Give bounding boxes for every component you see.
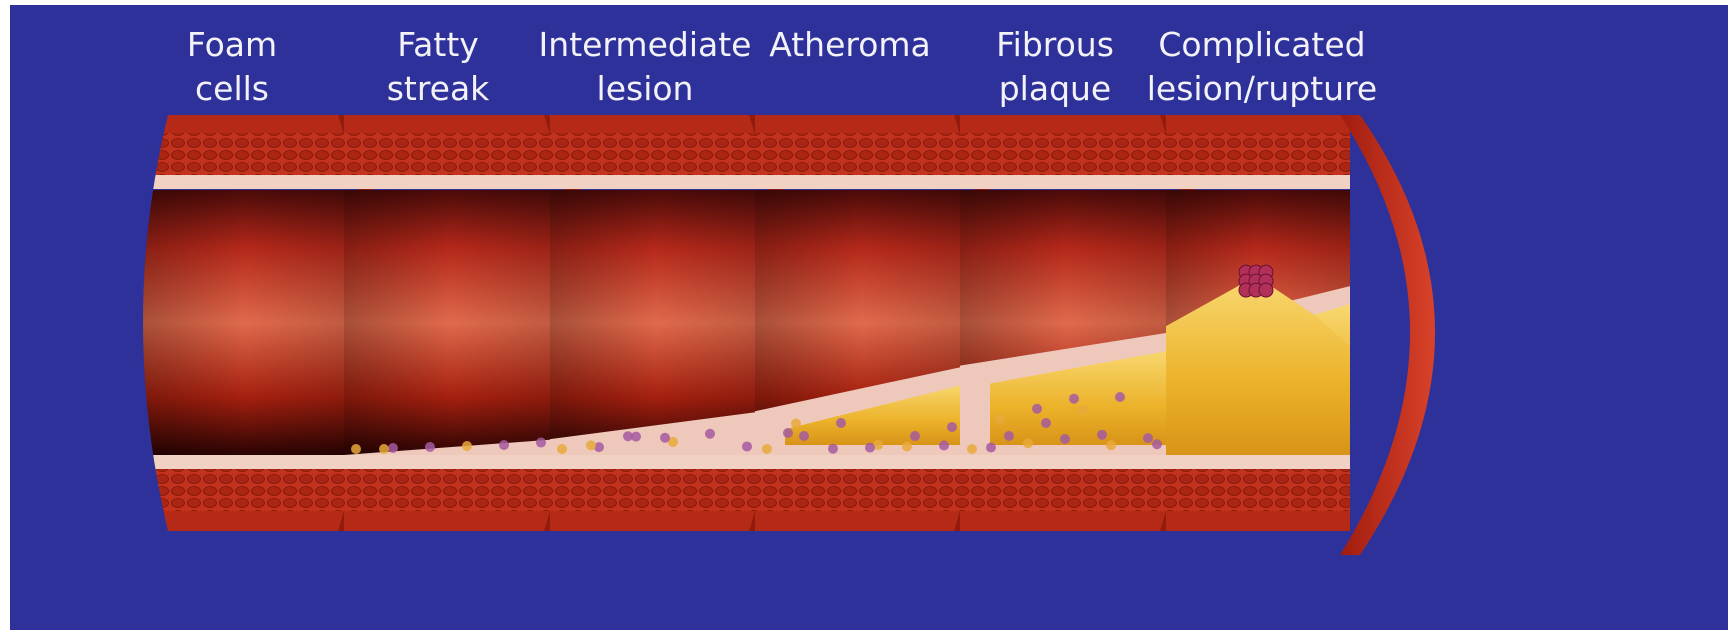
foam-cell [1069,394,1079,404]
foam-cell [995,414,1005,424]
foam-cell [1041,418,1051,428]
intima-layer [344,175,558,189]
artery-segments [136,115,1435,555]
foam-cell [351,444,361,454]
foam-cell [967,444,977,454]
foam-cell [536,438,546,448]
foam-cell [1032,404,1042,414]
foam-cell [660,433,670,443]
foam-cell [1152,439,1162,449]
media-layer [138,133,352,175]
intima-layer [755,455,968,469]
intima-layer [960,175,1174,189]
foam-cell [947,422,957,432]
lumen-shading [550,190,763,455]
intima-layer [1166,175,1350,189]
adventitia-band [138,115,352,133]
foam-cell [865,443,875,453]
foam-cell [705,429,715,439]
foam-cell [799,431,809,441]
adventitia-band [1166,115,1350,133]
thrombus-cell [1259,283,1273,297]
foam-cell [783,428,793,438]
lumen-shading [138,190,352,455]
media-layer [755,469,968,511]
foam-cell [1106,440,1116,450]
foam-cell [462,441,472,451]
foam-cell [1060,434,1070,444]
adventitia-band [138,511,352,531]
foam-cell [762,444,772,454]
foam-cell [828,444,838,454]
lumen-shading [344,190,558,455]
intima-layer [550,455,763,469]
foam-cell [791,419,801,429]
foam-cell [388,443,398,453]
adventitia-band [344,115,558,133]
media-layer [344,133,558,175]
foam-cell [379,444,389,454]
foam-cell [1115,392,1125,402]
stage-label-complicated-lesion: Complicated lesion/rupture [1137,23,1387,111]
intima-layer [138,175,352,189]
adventitia-band [550,115,763,133]
foam-cell [1023,438,1033,448]
adventitia-band [1166,511,1350,531]
vessel-end-face [1340,115,1435,555]
foam-cell [1097,430,1107,440]
media-layer [138,469,352,511]
foam-cell [425,442,435,452]
foam-cell [557,444,567,454]
adventitia-band [960,115,1174,133]
foam-cell [1143,433,1153,443]
foam-cell [902,442,912,452]
media-layer [1166,133,1350,175]
foam-cell [939,440,949,450]
foam-cell [836,418,846,428]
foam-cell [586,440,596,450]
intima-layer [755,175,968,189]
foam-cell [910,431,920,441]
foam-cell [623,431,633,441]
adventitia-band [344,511,558,531]
media-layer [344,469,558,511]
intima-layer [550,175,763,189]
intima-layer [960,455,1174,469]
adventitia-band [755,511,968,531]
adventitia-band [960,511,1174,531]
media-layer [960,133,1174,175]
foam-cell [1078,405,1088,415]
media-layer [960,469,1174,511]
artery-segment-complicated-lesion [1166,115,1350,531]
intima-layer [138,455,352,469]
intima-layer [344,455,558,469]
adventitia-band [550,511,763,531]
foam-cell [1004,431,1014,441]
foam-cell [986,442,996,452]
foam-cell [742,441,752,451]
adventitia-band [755,115,968,133]
media-layer [755,133,968,175]
media-layer [1166,469,1350,511]
foam-cell [499,440,509,450]
media-layer [550,133,763,175]
intima-layer [1166,455,1350,469]
media-layer [550,469,763,511]
